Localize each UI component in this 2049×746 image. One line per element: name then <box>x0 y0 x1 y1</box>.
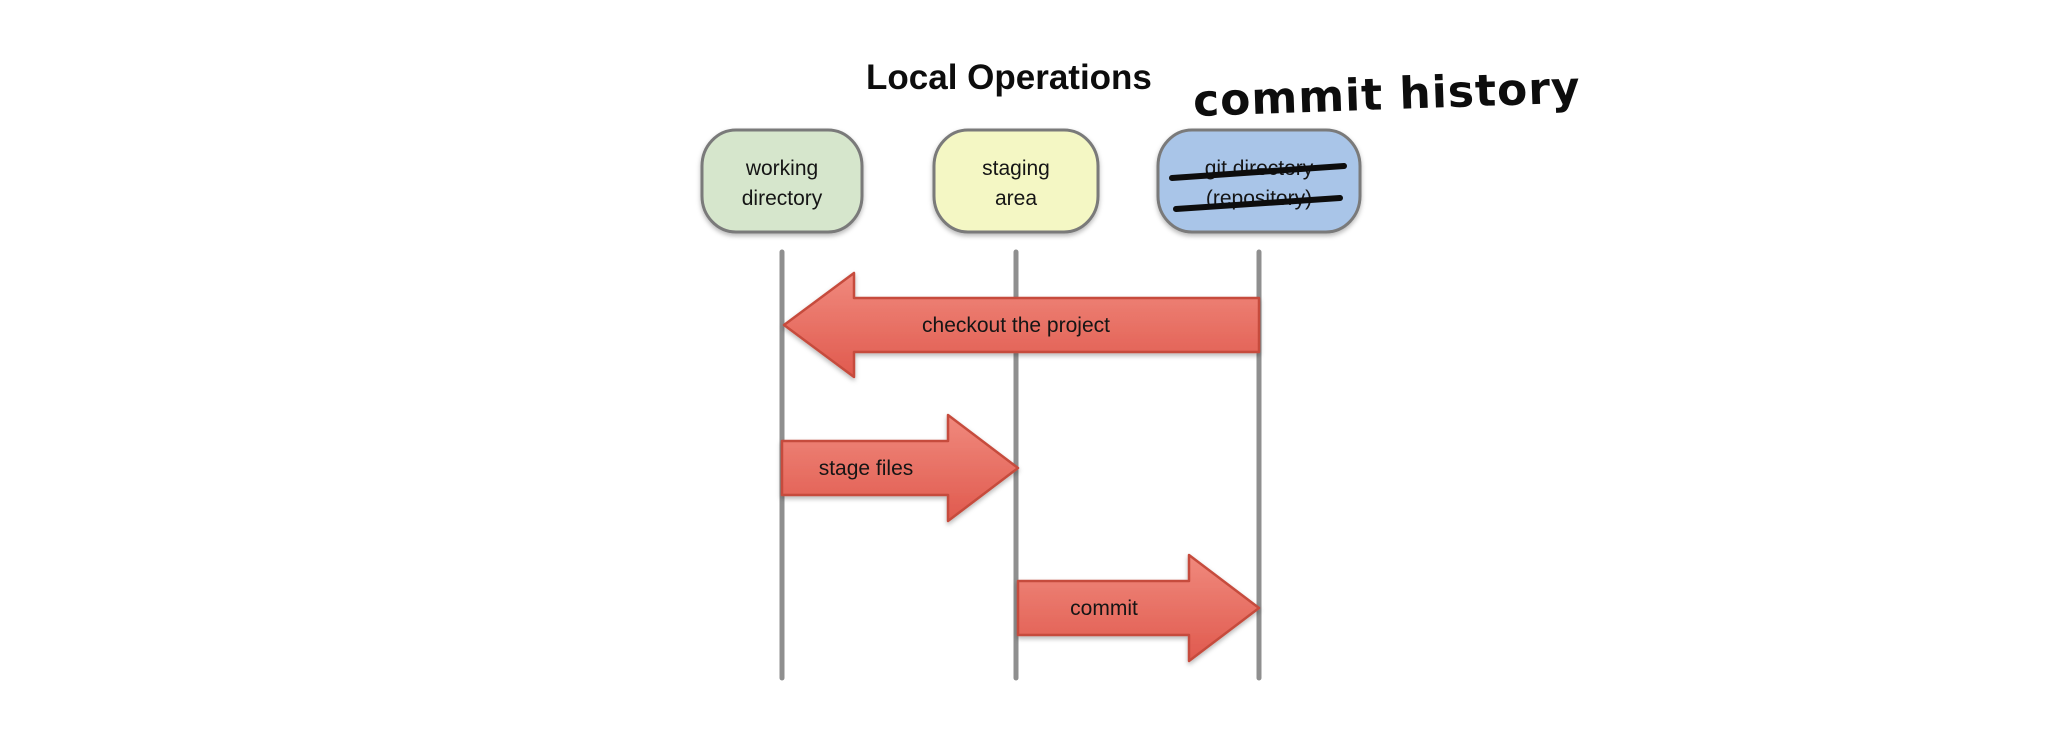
arrow-label-stage-files: stage files <box>819 457 914 480</box>
node-git-directory-label-line2: (repository) <box>1206 187 1312 210</box>
node-git-directory-label-line1: git directory <box>1205 157 1314 180</box>
node-working-directory-box <box>700 128 864 234</box>
node-staging-area-label-line1: staging <box>982 157 1050 180</box>
node-staging-area-box <box>932 128 1100 234</box>
arrow-checkout-the-project <box>782 271 1261 379</box>
arrow-label-commit: commit <box>1070 597 1138 620</box>
node-staging-area-label-line2: area <box>995 187 1037 210</box>
handwritten-annotation: commit history <box>1192 62 1582 127</box>
arrow-label-checkout-the-project: checkout the project <box>922 314 1110 337</box>
arrow-stage-files <box>780 413 1020 523</box>
strikethrough-line-git-directory <box>1169 163 1347 181</box>
diagram-title: Local Operations <box>866 58 1152 97</box>
node-git-directory-box <box>1156 128 1362 234</box>
arrow-commit <box>1016 553 1261 663</box>
node-working-directory-label-line1: working <box>745 157 818 180</box>
strikethrough-line-repository <box>1173 195 1343 212</box>
node-working-directory-label-line2: directory <box>742 187 823 210</box>
